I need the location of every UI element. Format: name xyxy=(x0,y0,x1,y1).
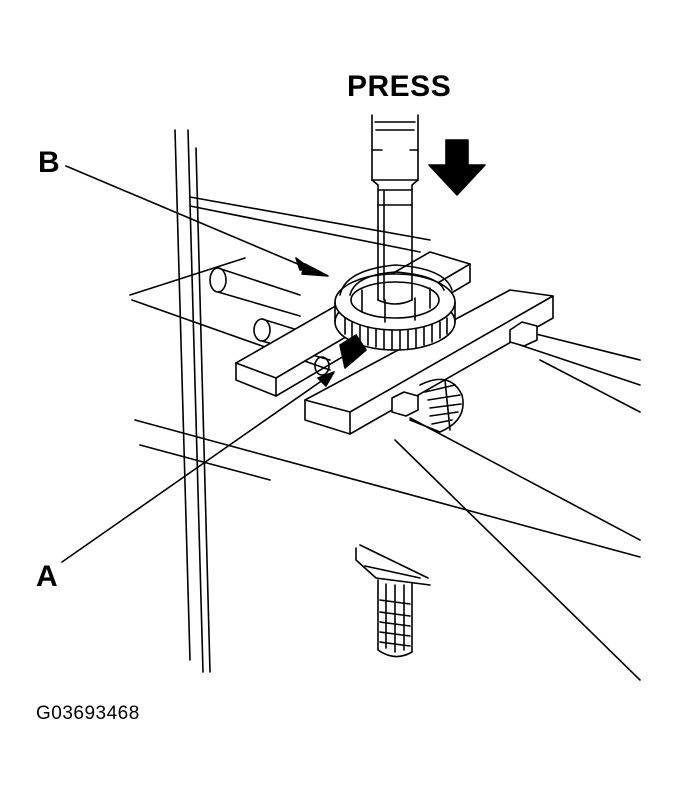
lower-shaft xyxy=(356,545,430,657)
label-b-leader xyxy=(66,166,328,276)
callout-b-label: B xyxy=(38,146,60,179)
down-arrow-icon xyxy=(429,140,485,195)
press-shaft xyxy=(372,115,418,304)
press-frame-posts xyxy=(175,130,210,672)
callout-a-label: A xyxy=(36,560,58,593)
press-label: PRESS xyxy=(347,70,452,103)
label-a-leader xyxy=(62,335,366,562)
figure-id: G03693468 xyxy=(36,703,140,724)
synchro-hub-gear xyxy=(335,265,455,350)
press-bed-rails xyxy=(130,197,640,680)
lower-gear xyxy=(410,379,463,432)
